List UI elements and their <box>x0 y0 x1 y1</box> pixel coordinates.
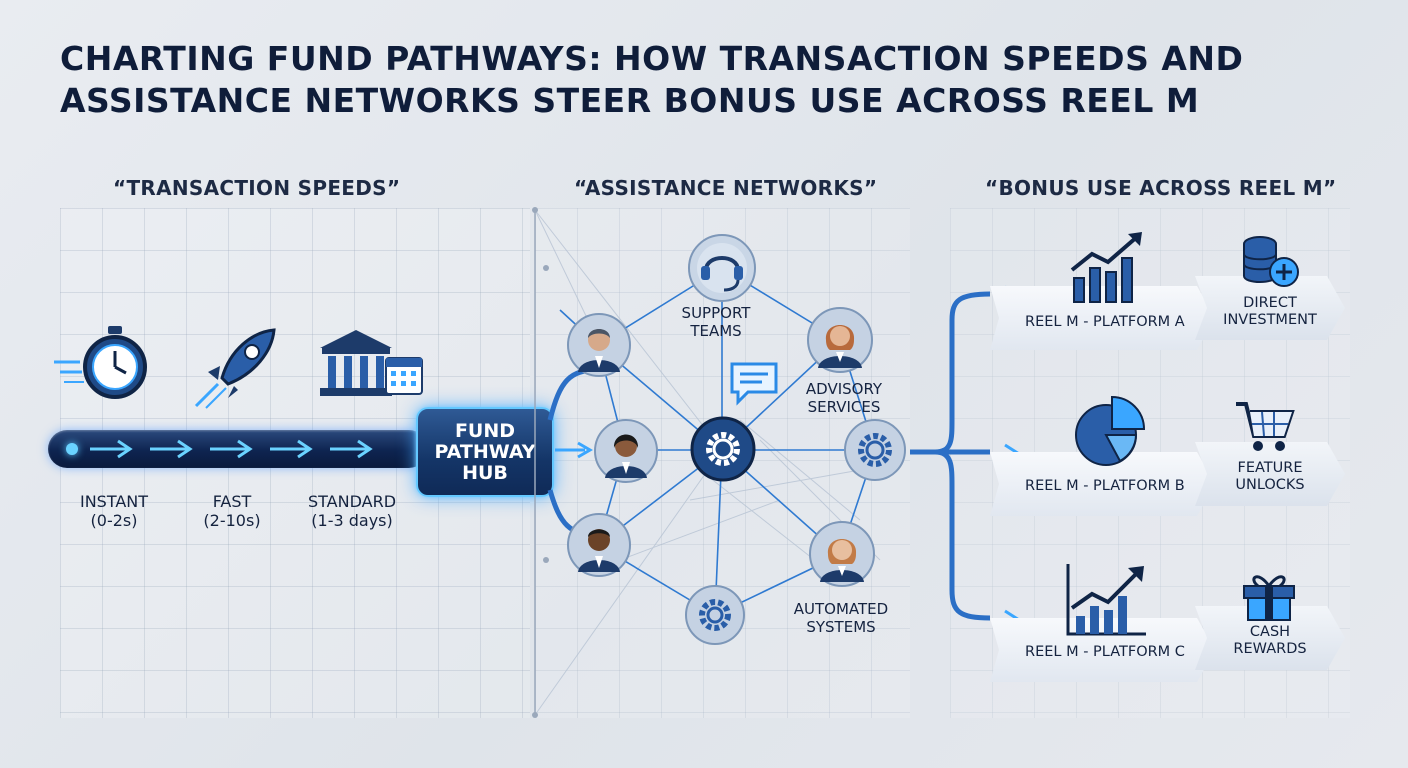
benefit-label-cash-rewards: CASH REWARDS <box>1233 624 1307 657</box>
network-label-support-teams: SUPPORT TEAMS <box>681 304 751 340</box>
network-label-automated-systems: AUTOMATED SYSTEMS <box>793 600 889 636</box>
trend-chart-icon <box>1066 564 1146 636</box>
person-avatar-advisor <box>807 307 873 373</box>
page-title: CHARTING FUND PATHWAYS: HOW TRANSACTION … <box>60 38 1360 122</box>
platform-b-label: REEL M - PLATFORM B <box>1025 478 1185 494</box>
network-label-advisory-services: ADVISORY SERVICES <box>805 380 883 416</box>
gear-icon-small <box>685 585 745 645</box>
section-heading-assistance-networks: “ASSISTANCE NETWORKS” <box>574 176 878 200</box>
platform-c-card <box>990 618 1215 682</box>
title-line-1: CHARTING FUND PATHWAYS: HOW TRANSACTION … <box>60 39 1244 78</box>
gear-refresh-icon <box>844 419 906 481</box>
section-heading-bonus-use: “BONUS USE ACROSS REEL M” <box>985 176 1337 200</box>
gift-icon <box>1243 575 1295 621</box>
person-avatar-1 <box>567 313 631 377</box>
transaction-speed-track <box>48 430 428 468</box>
stopwatch-icon <box>54 326 147 399</box>
platform-c-label: REEL M - PLATFORM C <box>1025 644 1185 660</box>
platform-a-label: REEL M - PLATFORM A <box>1025 314 1185 330</box>
track-arrow-icon <box>150 439 193 459</box>
track-arrow-icon <box>90 439 133 459</box>
gear-icon <box>690 416 756 482</box>
bank-calendar-icon <box>320 330 423 396</box>
platform-a-card <box>990 286 1215 350</box>
rocket-icon <box>194 328 276 409</box>
person-avatar-2 <box>594 419 658 483</box>
track-arrow-icon <box>330 439 373 459</box>
coins-plus-icon <box>1243 236 1299 287</box>
person-avatar-3 <box>567 513 631 577</box>
section-heading-transaction-speeds: “TRANSACTION SPEEDS” <box>113 176 401 200</box>
benefit-label-direct-investment: DIRECT INVESTMENT <box>1223 295 1317 328</box>
speed-label-fast: FAST (2-10s) <box>203 492 261 530</box>
benefit-label-feature-unlocks: FEATURE UNLOCKS <box>1235 460 1305 493</box>
benefit-card-feature-unlocks <box>1195 442 1345 506</box>
headset-icon <box>688 234 756 302</box>
pie-chart-icon <box>1075 395 1146 466</box>
person-avatar-automated <box>809 521 875 587</box>
hub-label: FUND PATHWAY HUB <box>434 419 536 484</box>
track-arrow-icon <box>270 439 313 459</box>
fund-pathway-hub: FUND PATHWAY HUB <box>416 407 554 497</box>
growth-bar-chart-icon <box>1070 232 1142 303</box>
speed-label-instant: INSTANT (0-2s) <box>79 492 149 530</box>
speed-label-standard: STANDARD (1-3 days) <box>307 492 397 530</box>
benefit-card-direct-investment <box>1195 276 1345 340</box>
track-start-dot <box>66 443 78 455</box>
track-arrow-icon <box>210 439 253 459</box>
title-line-2: ASSISTANCE NETWORKS STEER BONUS USE ACRO… <box>60 81 1200 120</box>
chat-bubble-icon <box>730 362 778 406</box>
shopping-cart-icon <box>1236 402 1295 451</box>
